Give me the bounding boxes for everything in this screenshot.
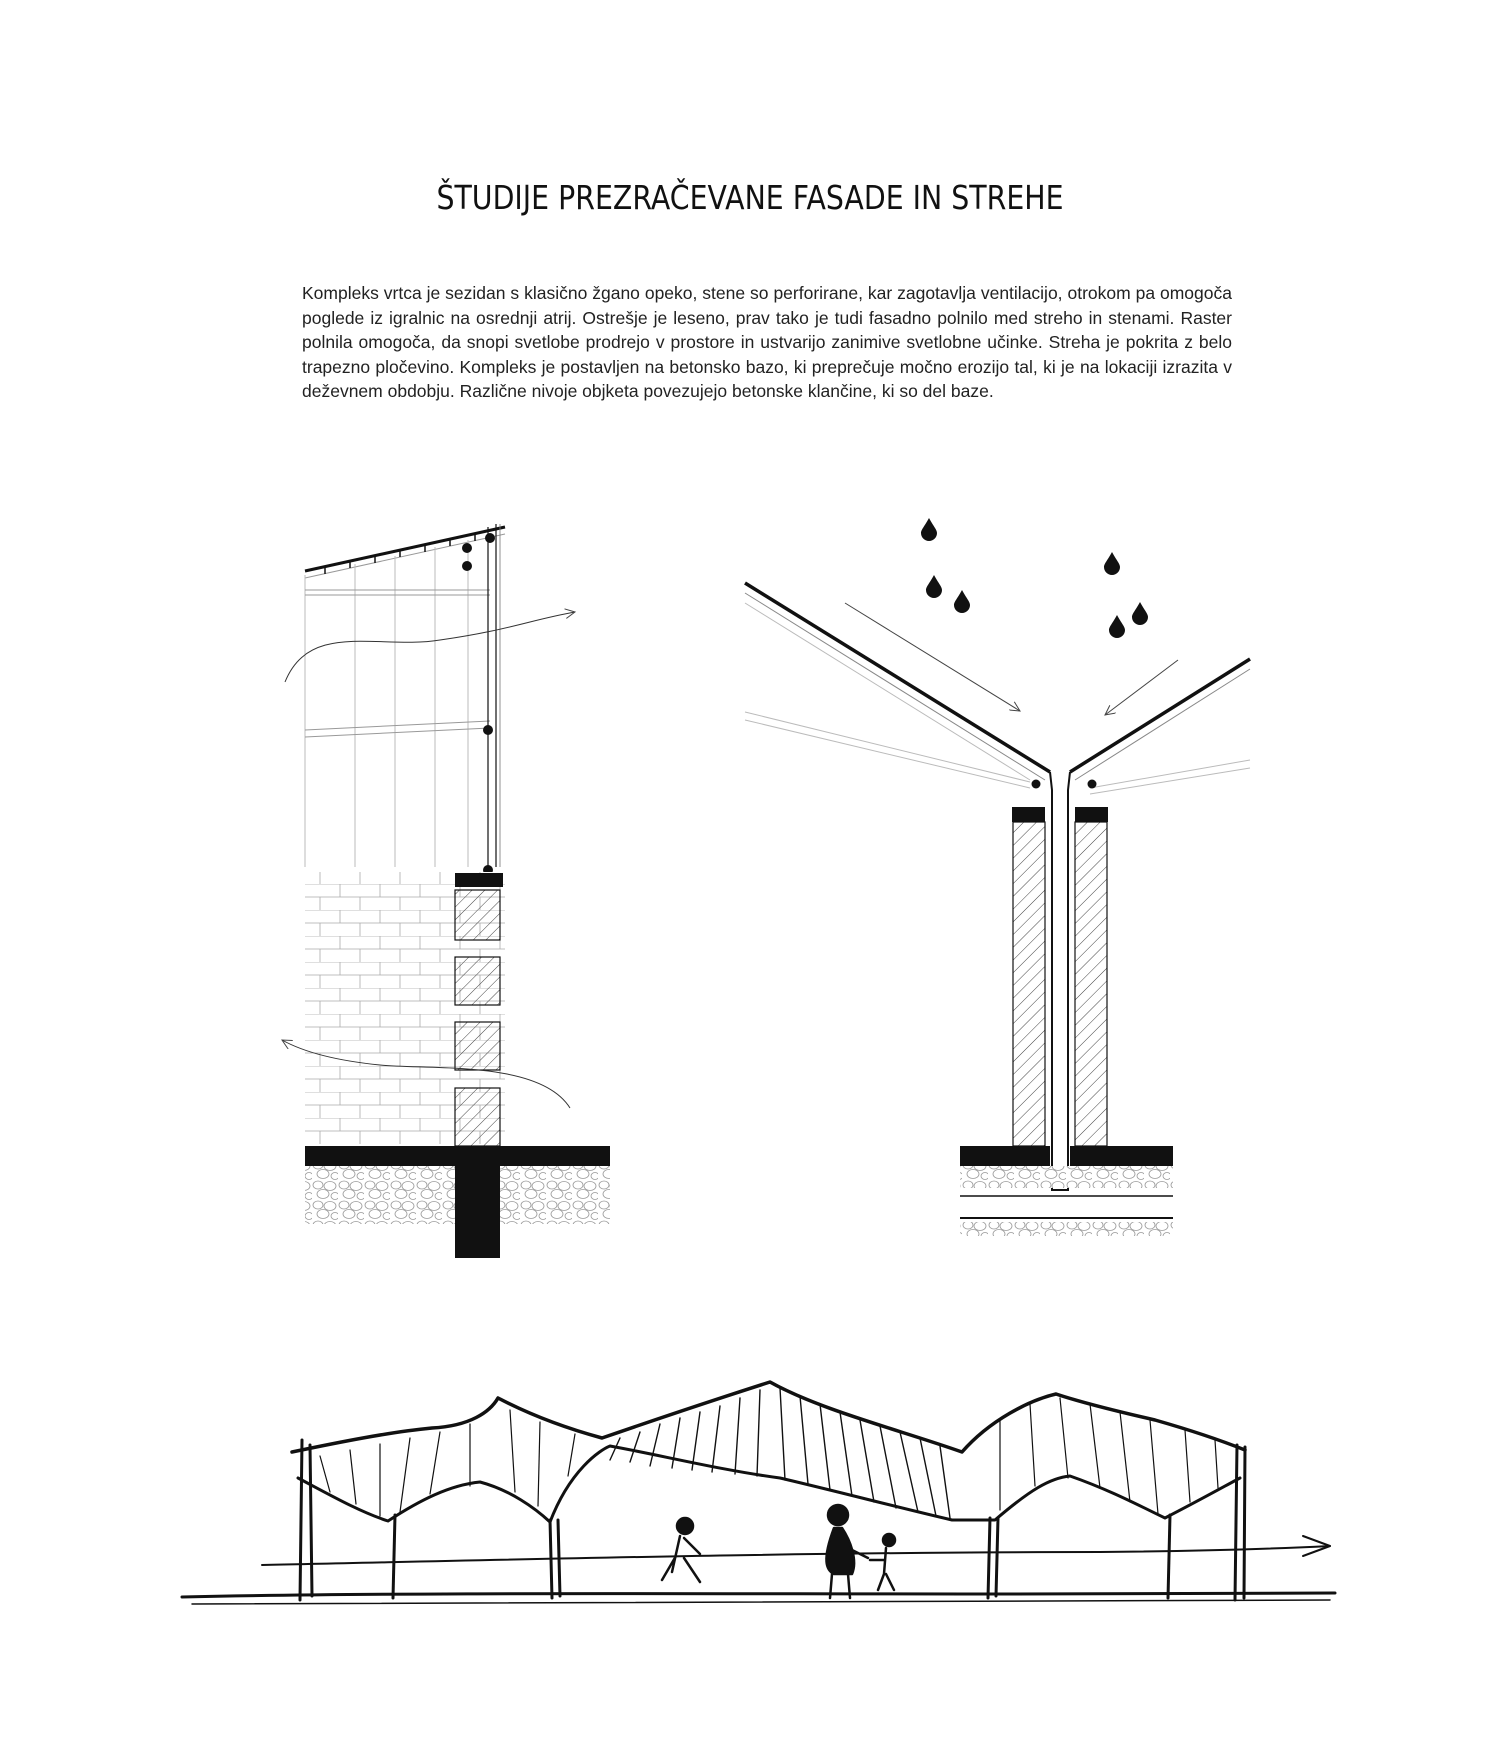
intro-paragraph: Kompleks vrtca je sezidan s klasično žga… <box>302 283 1232 401</box>
wave-roof-sketch <box>180 1380 1337 1605</box>
facade-section-drawing <box>282 524 610 1258</box>
page-title: ŠTUDIJE PREZRAČEVANE FASADE IN STREHE <box>436 178 1064 217</box>
roof-valley-section-drawing <box>744 518 1251 1236</box>
children-figures <box>660 1503 897 1600</box>
raindrop-icons <box>921 518 1148 638</box>
